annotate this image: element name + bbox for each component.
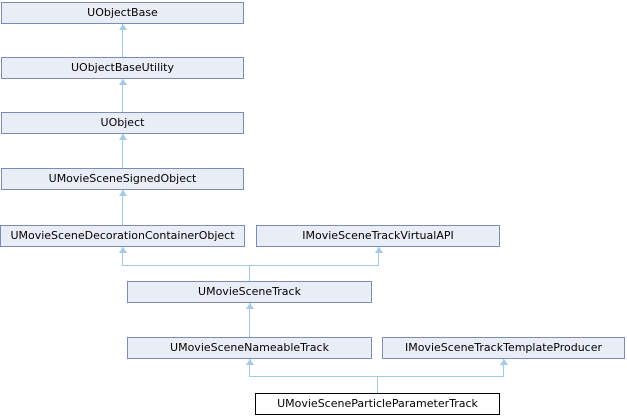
edge-line <box>249 303 250 337</box>
edge-line <box>249 376 504 377</box>
edge-line <box>122 190 123 225</box>
arrow-up-icon <box>246 303 254 309</box>
class-node-umoviescenenameabletrack[interactable]: UMovieSceneNameableTrack <box>127 337 372 359</box>
edge-line <box>122 79 123 112</box>
edge-line <box>122 265 379 266</box>
edge-line <box>377 376 378 393</box>
class-node-umoviescenetrack[interactable]: UMovieSceneTrack <box>127 281 372 303</box>
arrow-up-icon <box>375 247 383 253</box>
class-node-umoviesceneparticleparametertrack: UMovieSceneParticleParameterTrack <box>255 393 500 415</box>
class-node-umoviescenedecorationcontainerobject[interactable]: UMovieSceneDecorationContainerObject <box>0 225 245 247</box>
class-node-uobjectbaseutility[interactable]: UObjectBaseUtility <box>1 57 244 79</box>
class-node-imoviescenetrackvirtualapi[interactable]: IMovieSceneTrackVirtualAPI <box>256 225 500 247</box>
arrow-up-icon <box>119 24 127 30</box>
edge-line <box>503 359 504 377</box>
edge-line <box>122 134 123 168</box>
edge-line <box>122 247 123 266</box>
class-node-imoviescenetracktemplateproducer[interactable]: IMovieSceneTrackTemplateProducer <box>382 337 625 359</box>
edge-line <box>249 265 250 281</box>
arrow-up-icon <box>119 247 127 253</box>
arrow-up-icon <box>119 134 127 140</box>
class-node-umoviescenesignedobject[interactable]: UMovieSceneSignedObject <box>1 168 244 190</box>
edge-line <box>249 359 250 377</box>
arrow-up-icon <box>119 190 127 196</box>
class-node-uobject[interactable]: UObject <box>1 112 244 134</box>
class-node-uobjectbase[interactable]: UObjectBase <box>1 2 244 24</box>
edge-line <box>122 24 123 57</box>
arrow-up-icon <box>500 359 508 365</box>
arrow-up-icon <box>119 79 127 85</box>
arrow-up-icon <box>246 359 254 365</box>
edge-line <box>378 247 379 266</box>
